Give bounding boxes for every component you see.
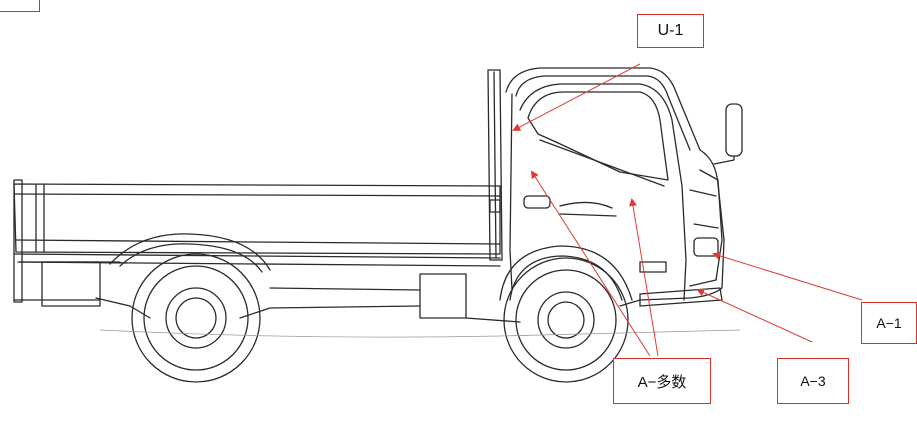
rear-fender: [109, 233, 271, 271]
callout-a3-label: A−3: [800, 373, 826, 389]
callout-a-many: A−多数: [613, 358, 711, 404]
rear-wheel: [131, 253, 261, 383]
leader-a1: [712, 251, 863, 301]
callout-u1: U-1: [637, 14, 704, 48]
leader-u1: [512, 63, 641, 131]
front-fender: [499, 245, 633, 301]
leader-a3: [696, 288, 813, 343]
side-mirror: [713, 103, 743, 165]
callout-a-many-label: A−多数: [637, 373, 687, 391]
leader-a-many-1: [530, 170, 651, 357]
corner-marker-box: [0, 0, 40, 12]
callout-a1: A−1: [861, 302, 917, 344]
callout-a1-label: A−1: [876, 315, 902, 331]
cargo-bed: [13, 179, 501, 303]
chassis: [13, 261, 521, 323]
front-wheel: [503, 257, 629, 383]
cab-body: [505, 67, 725, 307]
leader-a-many-2: [629, 198, 659, 357]
callout-a3: A−3: [777, 358, 849, 404]
headboard: [487, 69, 503, 261]
callout-u1-label: U-1: [657, 22, 684, 39]
